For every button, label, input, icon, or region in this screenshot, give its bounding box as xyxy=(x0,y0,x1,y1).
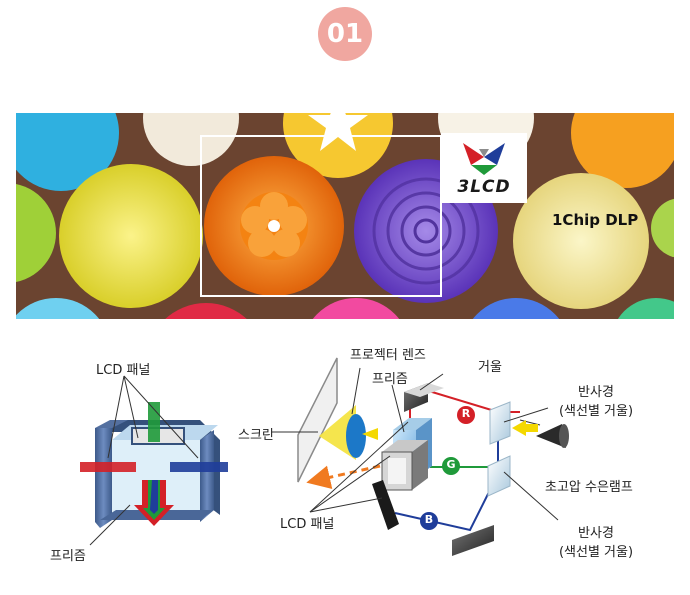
3lcd-logo-text: 3LCD xyxy=(457,177,511,197)
lcd-panel-front xyxy=(381,440,428,491)
mercury-lamp-icon xyxy=(536,424,569,448)
channel-g-letter: G xyxy=(446,458,456,471)
dichroic-top-label-1: 반사경 xyxy=(578,385,614,400)
3lcd-highlight-frame xyxy=(200,135,442,297)
dichroic-mirror-bottom xyxy=(487,455,511,497)
left-lcd-panel-label: LCD 패널 xyxy=(96,363,151,378)
mirror-label: 거울 xyxy=(478,360,502,375)
projection-diagrams xyxy=(80,357,569,556)
channel-r-letter: R xyxy=(461,407,471,420)
right-prism-label: 프리즘 xyxy=(372,372,408,387)
3lcd-logo: 3LCD xyxy=(441,133,527,203)
channel-b-letter: B xyxy=(424,513,434,526)
lcd-panel-blue xyxy=(372,480,399,530)
channel-b-badge xyxy=(420,512,438,530)
channel-r-badge xyxy=(457,406,475,424)
left-prism-label: 프리즘 xyxy=(50,549,86,564)
projector-lens-shape xyxy=(346,414,366,458)
right-optical-path-diagram xyxy=(272,357,569,556)
lamp-label: 초고압 수은램프 xyxy=(545,480,633,495)
channel-g-badge xyxy=(442,457,460,475)
screen-panel xyxy=(297,357,338,483)
right-lcd-panel-label: LCD 패널 xyxy=(280,517,335,532)
projector-lens-label: 프로젝터 렌즈 xyxy=(350,348,426,363)
dichroic-mirror-top xyxy=(489,401,511,445)
screen-label: 스크린 xyxy=(238,428,274,443)
dlp-label: 1Chip DLP xyxy=(552,211,639,229)
step-number-badge: 01 xyxy=(318,7,372,61)
dichroic-bottom-label-2: (색선별 거울) xyxy=(558,545,634,560)
dichroic-top-label-2: (색선별 거울) xyxy=(558,404,634,419)
bottom-mirror xyxy=(452,525,494,556)
left-prism-diagram xyxy=(80,375,228,546)
dichroic-bottom-label-1: 반사경 xyxy=(578,526,614,541)
3lcd-logo-mark-icon xyxy=(463,143,505,175)
step-number: 01 xyxy=(326,19,364,49)
